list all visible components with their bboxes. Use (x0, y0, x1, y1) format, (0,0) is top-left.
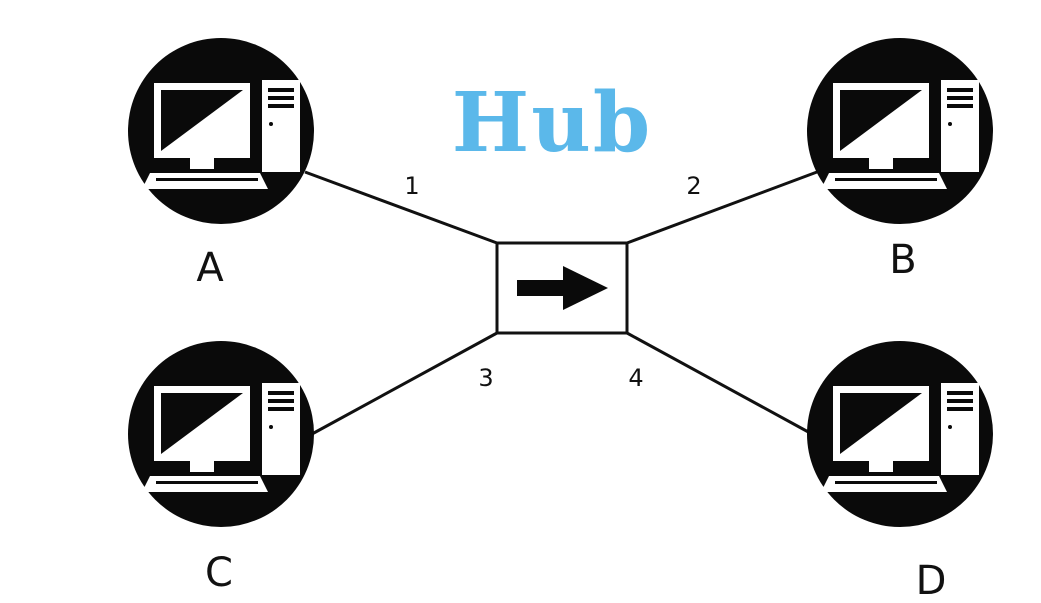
port-label-2: 2 (686, 172, 701, 200)
link-a (304, 170, 498, 245)
node-b: B (807, 38, 993, 283)
link-d (626, 331, 813, 436)
node-label-a: A (196, 245, 224, 291)
node-d: D (807, 341, 993, 603)
port-label-1: 1 (404, 172, 419, 200)
port-label-3: 3 (478, 364, 493, 392)
node-label-b: B (889, 237, 916, 283)
node-label-d: D (916, 558, 947, 603)
node-label-c: C (205, 550, 233, 596)
hub-device (495, 241, 629, 335)
port-label-4: 4 (628, 364, 643, 392)
node-c: C (128, 341, 314, 596)
node-a: A (128, 38, 314, 291)
link-c (311, 331, 498, 436)
link-b (626, 170, 818, 245)
diagram-title: Hub (452, 75, 652, 171)
right-arrow-icon (517, 266, 608, 310)
